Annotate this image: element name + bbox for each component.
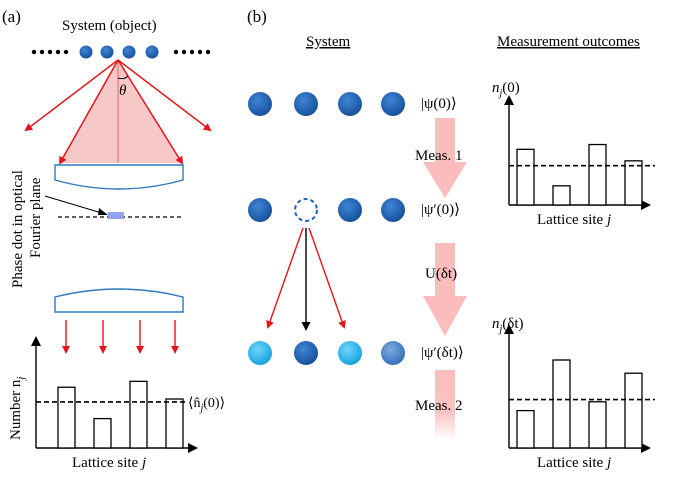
outer-ray-right [117,59,212,132]
atom [122,45,136,59]
histogram-bar [552,359,571,449]
atom [79,45,93,59]
progression-arrow-2 [423,243,467,336]
atom [381,341,405,365]
tube-lens [54,288,184,313]
histogram-bar [552,185,571,206]
light-cone [60,60,182,163]
atom [338,198,362,222]
y-axis-arrowhead [31,336,41,346]
atom [248,198,272,222]
atoms-row-1 [248,92,405,116]
atom [381,92,405,116]
atom [338,92,362,116]
phase-dot-label-line2: Fourier plane [28,177,44,258]
mean-occupation-label: ⟨n̂j(0)⟩ [188,396,225,414]
histogram-bar [165,398,184,449]
meas-1-label: Meas. 1 [415,148,463,164]
objective-lens [54,164,184,190]
cone-edge-right [117,59,184,165]
lattice-row [31,45,211,59]
tunnel-arrow-right [308,227,346,329]
histogram-bar [93,417,112,449]
histogram-bar [588,143,607,206]
outcome-plot-bottom [504,324,655,453]
phase-dot-label-line1: Phase dot in optical [10,170,26,288]
state-after-meas: |ψ′(0)⟩ [421,202,460,218]
histogram-bar [57,386,76,449]
phase-dot-pointer [44,195,106,215]
progression-fade [435,370,455,440]
atom [100,45,114,59]
y-axis-arrowhead [504,95,514,105]
atoms-row-2 [248,198,405,222]
atom [294,92,318,116]
atom [381,198,405,222]
state-evolved: |ψ′(δt)⟩ [421,345,464,361]
removed-atom-site [294,198,318,222]
progression-arrow-1 [423,118,467,198]
lattice-dot [31,49,37,55]
state-initial: |ψ(0)⟩ [421,96,457,112]
atom [248,92,272,116]
cone-edge-left [59,59,119,165]
x-axis-arrowhead [188,443,198,453]
lattice-dot [39,49,45,55]
histogram-bar [516,148,535,206]
x-axis-arrowhead [641,200,651,210]
histogram-a-ylabel: Number nj [8,377,27,440]
lattice-dot [55,49,61,55]
angle-arc [117,75,129,80]
histogram-a-xlabel: Lattice site j [72,455,146,471]
tunnel-arrow-left [266,227,304,329]
phase-dot [108,212,124,219]
lattice-dot [189,49,195,55]
plot-top-xlabel: Lattice site j [537,212,611,228]
atom [294,341,318,365]
lattice-dot [197,49,203,55]
lattice-dot [173,49,179,55]
atom [145,45,159,59]
histogram-bar [129,380,148,449]
phase-dot-pointer-head [98,208,108,215]
panel-a: (a) System (object) θ Phase dot in optic… [2,7,225,471]
histogram-bar [516,409,535,449]
panel-a-label: (a) [2,7,21,26]
system-header: System [306,34,351,50]
panel-b: (b) System Measurement outcomes |ψ(0)⟩ M… [247,7,655,471]
atom [248,341,272,365]
meas-2-label: Meas. 2 [415,398,463,414]
theta-label: θ [119,83,127,99]
histogram-bar [624,160,643,206]
plot-top-ylabel: nj(0) [492,80,520,99]
outer-ray-left [24,59,119,132]
y-axis-arrowhead [504,324,514,334]
plot-bottom-xlabel: Lattice site j [537,455,611,471]
histogram-a [31,336,198,453]
atoms-row-3 [248,341,405,365]
atom [338,341,362,365]
histogram-bar [624,372,643,449]
lattice-dot [47,49,53,55]
imaging-arrows [62,320,179,354]
measurement-header: Measurement outcomes [497,34,640,50]
panel-b-label: (b) [247,7,267,26]
evolution-label: U(δt) [425,266,457,282]
histogram-bar [588,401,607,449]
outcome-plot-top [504,95,655,210]
lattice-dot [63,49,69,55]
system-object-label: System (object) [62,18,157,34]
lattice-dot [205,49,211,55]
x-axis-arrowhead [641,443,651,453]
lattice-dot [181,49,187,55]
plot-bottom-ylabel: nj(δt) [492,316,524,335]
